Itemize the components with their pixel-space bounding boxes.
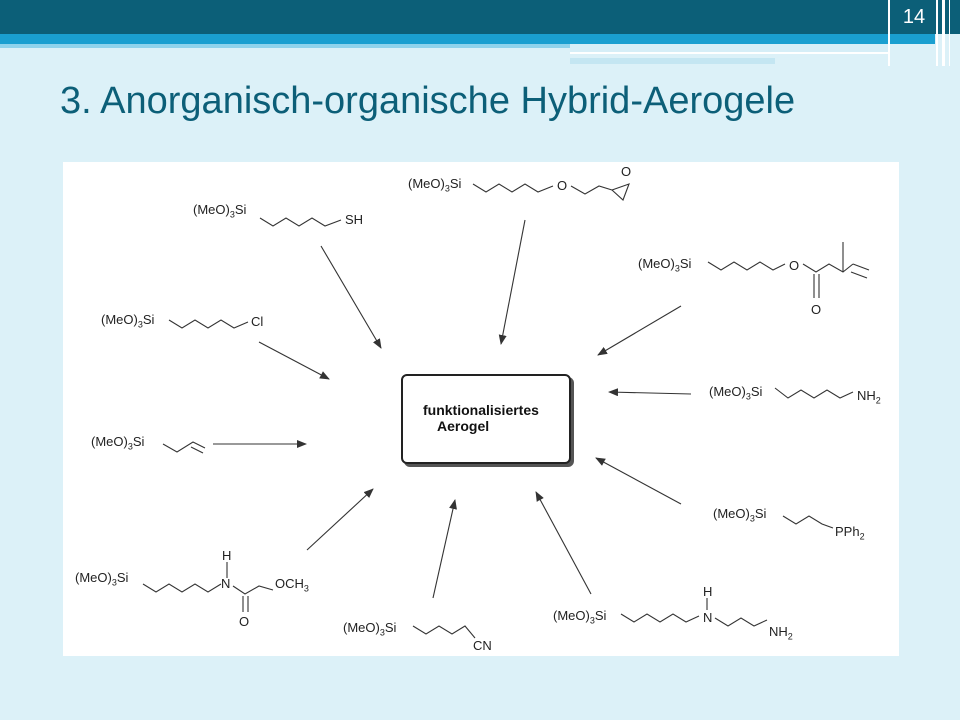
chain-diamine-2 [714, 617, 768, 627]
arrow-glycidyl [498, 219, 526, 345]
slide-title: 3. Anorganisch-organische Hybrid-Aerogel… [60, 80, 796, 122]
center-label-line2: Aerogel [437, 418, 490, 434]
vinyl-group [162, 441, 206, 453]
methylene-bond-2 [850, 271, 868, 279]
header-divider [888, 0, 890, 66]
carbamate-link [232, 585, 274, 595]
arrow-chloro [258, 341, 330, 380]
header-divider [949, 0, 950, 66]
epoxide-o: O [621, 164, 632, 179]
chain-methacrylate-ester [802, 263, 854, 273]
chain-carbamate [142, 583, 222, 593]
silane-amino-si: (MeO)3Si [709, 384, 763, 402]
arrow-amino [608, 388, 692, 397]
silane-cyano-group: CN [473, 638, 492, 653]
silane-phosphine-si: (MeO)3Si [713, 506, 767, 524]
silane-carbamate-si: (MeO)3Si [75, 570, 129, 588]
diagram-lines [142, 183, 870, 639]
silane-methacrylate-si: (MeO)3Si [638, 256, 692, 274]
silane-phosphine-group: PPh2 [835, 524, 865, 542]
center-label-line1: funktionalisiertes [423, 402, 539, 418]
reaction-diagram: funktionalisiertes Aerogel (MeO)3Si SH (… [63, 162, 899, 656]
header-divider [942, 0, 945, 66]
slide-number: 14 [902, 6, 926, 28]
silane-diamine-si: (MeO)3Si [553, 608, 607, 626]
diamine-n: N [703, 610, 713, 625]
silane-cyano-si: (MeO)3Si [343, 620, 397, 638]
header-divider [936, 0, 938, 66]
chain-amino [774, 387, 854, 399]
arrow-thiol [320, 245, 382, 349]
carbonyl-o: O [811, 302, 822, 317]
chain-cyano [412, 625, 476, 639]
chain-methacrylate [707, 261, 786, 271]
center-box: funktionalisiertes Aerogel [401, 374, 571, 464]
arrow-phosphine [595, 457, 682, 505]
silane-vinyl-si: (MeO)3Si [91, 434, 145, 452]
chain-glycidyl-ether [570, 185, 613, 195]
silane-glycidyl-o: O [557, 178, 568, 193]
header-stripe [0, 34, 935, 44]
silane-chloro-si: (MeO)3Si [101, 312, 155, 330]
silane-amino-group: NH2 [857, 388, 881, 406]
arrow-carbamate [306, 488, 374, 551]
chain-thiol [259, 217, 342, 227]
carbamate-o: O [239, 614, 250, 629]
carbamate-och3: OCH3 [275, 576, 309, 594]
diamine-h: H [703, 584, 713, 599]
chain-glycidyl [472, 183, 554, 193]
silane-glycidyl-si: (MeO)3Si [408, 176, 462, 194]
methylene-bond [852, 263, 870, 271]
arrow-diamine [535, 491, 592, 595]
silane-methacrylate-o: O [789, 258, 800, 273]
silane-thiol-group: SH [345, 212, 364, 227]
header-stripe-accent [570, 44, 890, 54]
silane-thiol-si: (MeO)3Si [193, 202, 247, 220]
chain-phosphine [782, 515, 834, 529]
chain-diamine [620, 613, 700, 623]
vinyl-double-bond [190, 446, 204, 454]
top-bar [0, 0, 960, 34]
arrow-methacrylate [597, 305, 682, 356]
silane-chloro-group: Cl [251, 314, 264, 329]
header-stripe-accent-2 [570, 58, 775, 64]
epoxide-ring [610, 183, 630, 201]
arrow-cyano [432, 499, 457, 599]
carbamate-n: N [221, 576, 231, 591]
carbamate-h: H [222, 548, 232, 563]
chain-chloro [168, 319, 249, 329]
silane-diamine-group: NH2 [769, 624, 793, 642]
header-stripe-light [0, 44, 570, 48]
